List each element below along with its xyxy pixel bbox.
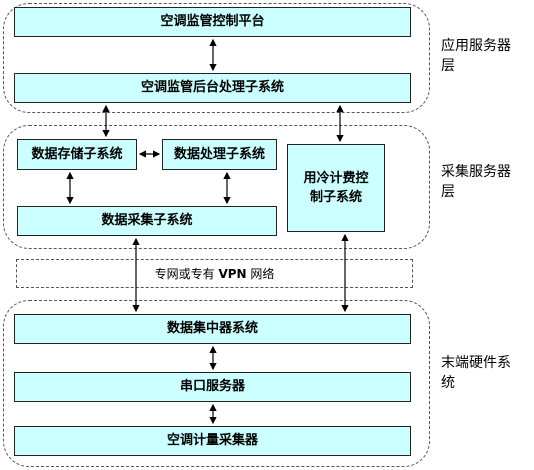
collection-layer — [3, 125, 430, 249]
network-label: 专网或专有 VPN 网络 — [152, 265, 277, 282]
backend-box: 空调监管后台处理子系统 — [14, 73, 411, 103]
network-label-prefix: 专网或专有 — [154, 267, 219, 281]
concentrator-box: 数据集中器系统 — [14, 314, 411, 344]
meter-collector-box: 空调计量采集器 — [14, 426, 411, 456]
terminal-layer — [3, 300, 430, 467]
application-layer-label: 应用服务器层 — [441, 38, 511, 74]
serial-server-box: 串口服务器 — [14, 372, 411, 402]
cooling-control-box: 用冷计费控制子系统 — [287, 144, 385, 232]
network-label-suffix: 网络 — [246, 267, 275, 281]
processing-box: 数据处理子系统 — [162, 139, 277, 170]
network-label-vpn: VPN — [218, 267, 247, 281]
storage-box: 数据存储子系统 — [17, 139, 137, 170]
application-layer — [3, 3, 430, 113]
acquisition-box: 数据采集子系统 — [17, 206, 277, 236]
network-band: 专网或专有 VPN 网络 — [16, 259, 413, 288]
platform-box: 空调监管控制平台 — [14, 7, 411, 37]
terminal-layer-label: 末端硬件系统 — [441, 355, 511, 391]
collection-layer-label: 采集服务器层 — [441, 164, 511, 200]
